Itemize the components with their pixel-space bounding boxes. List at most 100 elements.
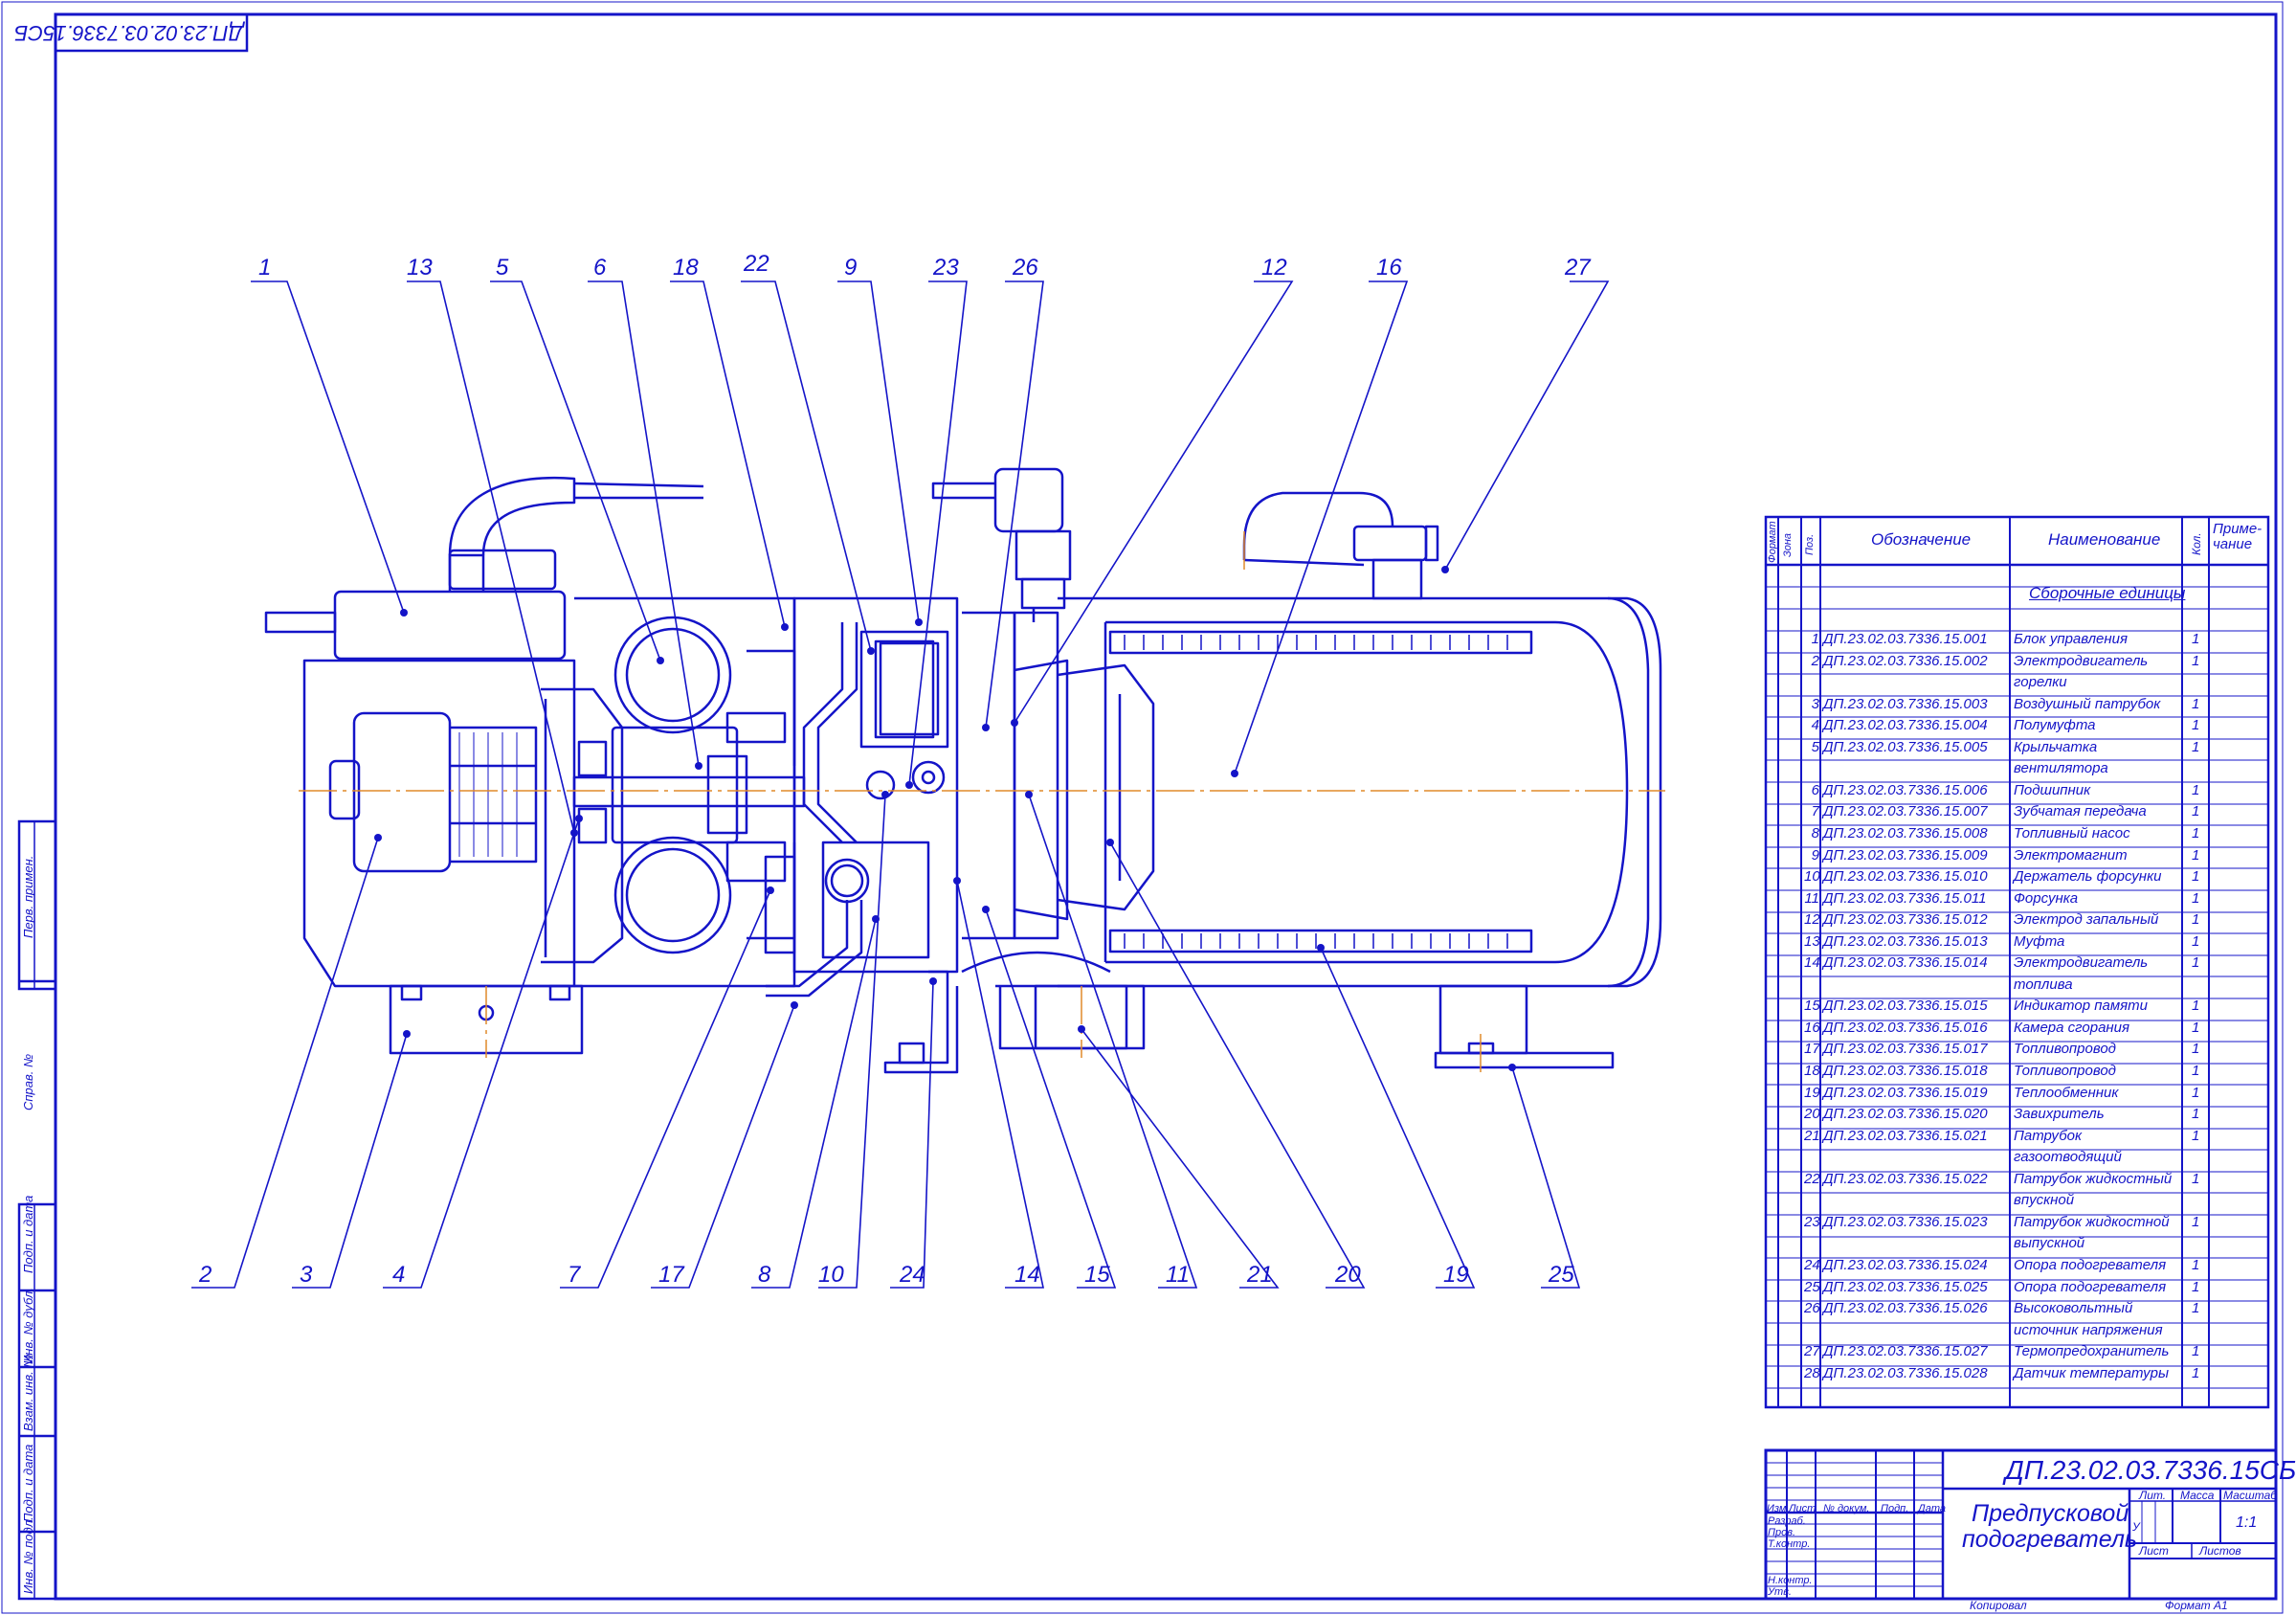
top-code-box — [54, 12, 249, 53]
spec-row-qty: 1 — [2192, 1278, 2200, 1295]
spec-row-code: ДП.23.02.03.7336.15.007 — [1823, 803, 1988, 820]
spec-row-name: Электрод запальный — [2014, 911, 2159, 929]
callout-23: 23 — [933, 255, 959, 280]
spec-row-pos: 14 — [1804, 954, 1820, 972]
title-role-2: Т.контр. — [1768, 1538, 1811, 1550]
spec-row-pos: 1 — [1811, 631, 1819, 647]
spec-row-qty: 1 — [2192, 1213, 2200, 1230]
spec-row-pos: 24 — [1804, 1256, 1820, 1273]
callout-12: 12 — [1261, 255, 1287, 280]
title-role-4: Н.контр. — [1768, 1575, 1813, 1586]
callout-15: 15 — [1084, 1262, 1110, 1288]
callout-6: 6 — [593, 255, 607, 280]
title-mass: Масса — [2180, 1489, 2215, 1502]
spec-row-qty: 1 — [2192, 1364, 2200, 1381]
spec-row-code: ДП.23.02.03.7336.15.025 — [1823, 1278, 1988, 1295]
spec-row-code: ДП.23.02.03.7336.15.010 — [1823, 868, 1988, 886]
heater-assembly — [264, 467, 1662, 1074]
callout-8: 8 — [758, 1262, 771, 1288]
spec-row-qty: 1 — [2192, 889, 2200, 907]
spec-row-name: выпускной — [2014, 1235, 2085, 1252]
spec-row-pos: 20 — [1804, 1106, 1820, 1123]
spec-row-code: ДП.23.02.03.7336.15.011 — [1823, 889, 1987, 907]
side-stamp-grid — [17, 819, 57, 1601]
spec-header-note: Приме- чание — [2213, 521, 2263, 552]
spec-row-qty: 1 — [2192, 1063, 2200, 1079]
callout-1: 1 — [258, 255, 272, 280]
spec-row-qty: 1 — [2192, 738, 2200, 755]
spec-row-name: газоотводящий — [2014, 1149, 2122, 1166]
stamp-podp2: Подп. и дата — [21, 1444, 35, 1522]
top-code: ДП.23.02.03.7336.15СБ — [13, 21, 243, 45]
spec-row-qty: 1 — [2192, 1084, 2200, 1101]
spec-header-qty: Кол. — [2190, 532, 2203, 555]
callout-14: 14 — [1014, 1262, 1040, 1288]
spec-row-qty: 1 — [2192, 717, 2200, 734]
title-sheet: Лист — [2139, 1544, 2169, 1558]
title-col-date: Дата — [1918, 1503, 1947, 1514]
spec-row-name: Завихритель — [2014, 1106, 2105, 1123]
callout-2: 2 — [199, 1262, 212, 1288]
callout-17: 17 — [658, 1262, 684, 1288]
spec-row-pos: 26 — [1804, 1300, 1820, 1317]
title-line-2: подогреватель — [1962, 1526, 2138, 1553]
spec-row-code: ДП.23.02.03.7336.15.001 — [1823, 631, 1988, 647]
spec-row-qty: 1 — [2192, 868, 2200, 886]
center-axis — [299, 531, 1665, 1072]
title-line-1: Предпусковой — [1972, 1500, 2129, 1527]
spec-row-name: Полумуфта — [2014, 717, 2096, 734]
spec-row-pos: 8 — [1811, 824, 1819, 841]
spec-row-qty: 1 — [2192, 1256, 2200, 1273]
spec-row-name: Блок управления — [2014, 631, 2128, 647]
spec-row-code: ДП.23.02.03.7336.15.006 — [1823, 781, 1988, 798]
spec-row-qty: 1 — [2192, 652, 2200, 669]
callout-26: 26 — [1013, 255, 1038, 280]
spec-row-name: Индикатор памяти — [2014, 998, 2148, 1015]
spec-header-designation: Обозначение — [1871, 530, 1972, 549]
spec-row-pos: 5 — [1811, 738, 1819, 755]
spec-row-qty: 1 — [2192, 803, 2200, 820]
spec-row-pos: 13 — [1804, 932, 1820, 950]
spec-row-code: ДП.23.02.03.7336.15.023 — [1823, 1213, 1988, 1230]
spec-row-code: ДП.23.02.03.7336.15.016 — [1823, 1019, 1988, 1036]
spec-row-pos: 15 — [1804, 998, 1820, 1015]
spec-row-name: впускной — [2014, 1192, 2075, 1209]
spec-row-code: ДП.23.02.03.7336.15.018 — [1823, 1063, 1988, 1079]
copied-label: Копировал — [1970, 1599, 2027, 1612]
title-scale-value: 1:1 — [2236, 1514, 2258, 1531]
spec-row-name: Электромагнит — [2014, 846, 2128, 864]
spec-row-name: Камера сгорания — [2014, 1019, 2130, 1036]
spec-row-pos: 22 — [1804, 1170, 1820, 1187]
spec-row-name: Опора подогревателя — [2014, 1278, 2167, 1295]
spec-row-code: ДП.23.02.03.7336.15.013 — [1823, 932, 1988, 950]
callout-21: 21 — [1247, 1262, 1273, 1288]
spec-row-code: ДП.23.02.03.7336.15.026 — [1823, 1300, 1988, 1317]
spec-row-code: ДП.23.02.03.7336.15.022 — [1823, 1170, 1988, 1187]
spec-row-qty: 1 — [2192, 1019, 2200, 1036]
title-lit-value: У — [2132, 1520, 2140, 1534]
spec-row-name: Патрубок жидкостный — [2014, 1170, 2173, 1187]
spec-row-pos: 7 — [1811, 803, 1819, 820]
callout-13: 13 — [407, 255, 433, 280]
spec-row-qty: 1 — [2192, 1343, 2200, 1360]
spec-row-qty: 1 — [2192, 824, 2200, 841]
title-sheets: Листов — [2199, 1544, 2241, 1558]
spec-row-code: ДП.23.02.03.7336.15.019 — [1823, 1084, 1988, 1101]
spec-row-qty: 1 — [2192, 1127, 2200, 1144]
spec-row-pos: 28 — [1804, 1364, 1820, 1381]
spec-row-name: Крыльчатка — [2014, 738, 2098, 755]
callout-19: 19 — [1443, 1262, 1469, 1288]
spec-row-name: Теплообменник — [2014, 1084, 2119, 1101]
callout-16: 16 — [1376, 255, 1402, 280]
spec-row-name: Термопредохранитель — [2014, 1343, 2170, 1360]
spec-section-title: Сборочные единицы — [2029, 584, 2186, 602]
spec-row-pos: 21 — [1804, 1127, 1820, 1144]
spec-row-qty: 1 — [2192, 695, 2200, 712]
title-doc-code: ДП.23.02.03.7336.15СБ — [2005, 1455, 2296, 1485]
leader-dots — [374, 566, 1516, 1071]
spec-row-code: ДП.23.02.03.7336.15.009 — [1823, 846, 1988, 864]
callout-7: 7 — [568, 1262, 581, 1288]
